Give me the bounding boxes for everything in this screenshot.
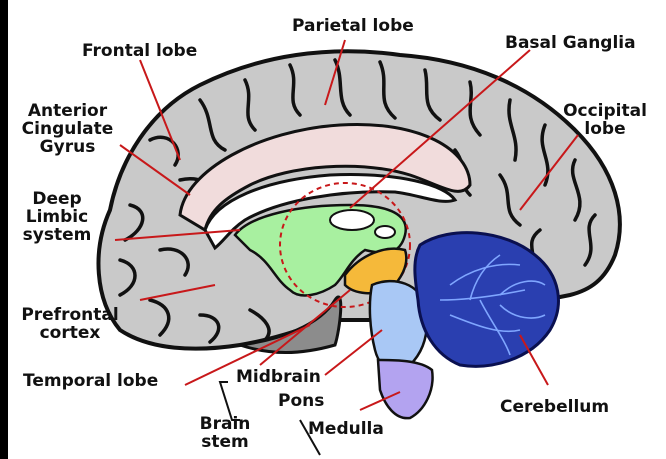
label-frontal-lobe: Frontal lobe — [82, 42, 197, 60]
medulla-shape — [378, 360, 433, 418]
label-temporal-lobe: Temporal lobe — [23, 372, 158, 390]
label-prefrontal-cortex: Prefrontal cortex — [10, 306, 130, 342]
label-cerebellum: Cerebellum — [500, 398, 609, 416]
label-pons: Pons — [278, 392, 324, 410]
label-anterior-cingulate-gyrus: Anterior Cingulate Gyrus — [15, 102, 120, 156]
label-basal-ganglia: Basal Ganglia — [505, 34, 636, 52]
label-parietal-lobe: Parietal lobe — [292, 17, 414, 35]
label-occipital-lobe: Occipital lobe — [560, 102, 650, 138]
label-deep-limbic-system: Deep Limbic system — [12, 190, 102, 244]
label-medulla: Medulla — [308, 420, 384, 438]
basal-ganglia-shape — [330, 210, 374, 230]
label-brain-stem: Brain stem — [190, 415, 260, 451]
label-midbrain: Midbrain — [236, 368, 321, 386]
